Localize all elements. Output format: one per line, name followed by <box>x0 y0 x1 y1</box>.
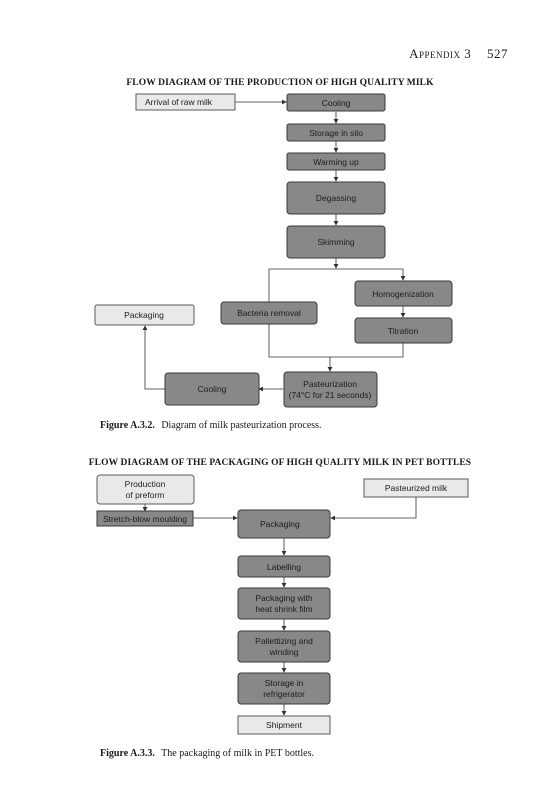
figure2-caption-text: The packaging of milk in PET bottles. <box>161 748 315 759</box>
svg-text:Packaging: Packaging <box>260 519 300 529</box>
svg-text:Production: Production <box>125 479 166 489</box>
svg-text:Skimming: Skimming <box>317 237 355 247</box>
node-stretch-blow-moulding: Stretch-blow moulding <box>96 510 194 527</box>
figure1-caption-text: Diagram of milk pasteurization process. <box>161 420 322 431</box>
svg-text:(74°C for 21 seconds): (74°C for 21 seconds) <box>289 390 372 400</box>
figure2-connectors <box>142 497 417 716</box>
node-heat-shrink: Packaging with heat shrink film <box>237 587 331 620</box>
figure1-connectors <box>142 99 406 392</box>
figure2-caption-label: Figure A.3.3. <box>100 748 155 759</box>
pasteurization-flow-diagram: Arrival of raw milk Cooling Storage in s… <box>94 93 453 408</box>
svg-text:Storage in: Storage in <box>265 678 304 688</box>
svg-text:Packaging with: Packaging with <box>255 593 312 603</box>
node-storage-silo: Storage in silo <box>286 123 386 142</box>
figure2-caption: Figure A.3.3. The packaging of milk in P… <box>100 748 314 759</box>
svg-text:Cooling: Cooling <box>322 98 351 108</box>
svg-text:Shipment: Shipment <box>266 720 303 730</box>
svg-text:Degassing: Degassing <box>316 193 356 203</box>
node-bacteria-removal: Bacteria removal <box>220 301 318 325</box>
appendix-label: Appendix 3 <box>409 46 472 61</box>
svg-text:refrigerator: refrigerator <box>263 689 305 699</box>
node-cooling-2: Cooling <box>164 372 260 406</box>
svg-text:Bacteria removal: Bacteria removal <box>237 308 301 318</box>
node-packaging-1: Packaging <box>94 304 195 326</box>
figure1-caption-label: Figure A.3.2. <box>100 420 155 431</box>
svg-text:of preform: of preform <box>126 490 165 500</box>
svg-text:Stretch-blow moulding: Stretch-blow moulding <box>103 514 187 524</box>
svg-text:Pasteurization: Pasteurization <box>303 379 357 389</box>
svg-text:Labelling: Labelling <box>267 562 301 572</box>
svg-text:winding: winding <box>269 647 299 657</box>
figure2-title: FLOW DIAGRAM OF THE PACKAGING OF HIGH QU… <box>88 458 472 468</box>
node-production-preform: Production of preform <box>96 474 195 505</box>
node-pallettizing: Pallettizing and winding <box>237 630 331 663</box>
node-shipment: Shipment <box>237 715 331 735</box>
node-warming-up: Warming up <box>286 152 386 171</box>
node-homogenization: Homogenization <box>354 280 453 307</box>
node-pasteurized-milk: Pasteurized milk <box>363 478 469 498</box>
svg-text:Packaging: Packaging <box>124 310 164 320</box>
svg-text:heat shrink film: heat shrink film <box>255 604 312 614</box>
svg-text:Homogenization: Homogenization <box>372 289 434 299</box>
node-raw-milk: Arrival of raw milk <box>135 93 236 111</box>
svg-text:Pallettizing and: Pallettizing and <box>255 636 313 646</box>
svg-text:Cooling: Cooling <box>198 384 227 394</box>
svg-text:Titration: Titration <box>388 326 419 336</box>
page-header: Appendix 3 527 <box>409 46 508 62</box>
svg-text:Storage in silo: Storage in silo <box>309 128 363 138</box>
page-number: 527 <box>487 46 508 61</box>
node-packaging-2: Packaging <box>237 509 331 539</box>
figure1-caption: Figure A.3.2. Diagram of milk pasteuriza… <box>100 420 322 431</box>
figure1-title: FLOW DIAGRAM OF THE PRODUCTION OF HIGH Q… <box>126 78 434 88</box>
node-storage-refrigerator: Storage in refrigerator <box>237 672 331 705</box>
svg-text:Warming up: Warming up <box>313 157 359 167</box>
svg-text:Pasteurized milk: Pasteurized milk <box>385 483 448 493</box>
node-titration: Titration <box>354 317 453 344</box>
node-cooling-1: Cooling <box>286 93 386 112</box>
node-degassing: Degassing <box>286 181 386 215</box>
node-labelling: Labelling <box>237 555 331 578</box>
node-pasteurization: Pasteurization (74°C for 21 seconds) <box>283 371 378 408</box>
svg-text:Arrival of raw milk: Arrival of raw milk <box>145 97 213 107</box>
node-skimming: Skimming <box>286 225 386 259</box>
